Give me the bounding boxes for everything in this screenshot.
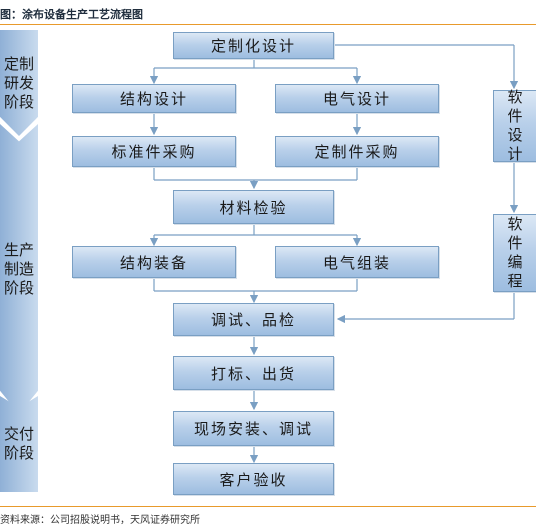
software-programming-char1: 软 [507,215,523,233]
figure-title: 图：涂布设备生产工艺流程图 [0,8,143,21]
software-design-char4: 计 [507,145,523,163]
software-programming-char4: 程 [507,272,523,290]
step-onsite-install-debug: 现场安装、调试 [173,411,334,446]
stage-dev-line1: 定制 [3,54,34,73]
top-rule [0,24,536,25]
stage-dev-line3: 阶段 [3,92,34,111]
stage-production-line1: 生产 [3,240,34,259]
stage-production: 生产 制造 阶段 [0,124,38,414]
step-customer-acceptance: 客户验收 [173,463,334,495]
step-electrical-design: 电气设计 [275,84,439,113]
stage-dev-line2: 研发 [3,73,34,92]
step-custom-design: 定制化设计 [173,32,334,59]
stage-production-line2: 制造 [3,259,34,278]
step-label-ship: 打标、出货 [173,356,334,390]
bottom-rule [0,506,536,507]
stage-dev: 定制 研发 阶段 [0,30,38,136]
software-design-char3: 设 [507,126,523,144]
software-programming-char2: 件 [507,234,523,252]
stage-delivery-line1: 交付 [3,425,34,443]
source-note: 资料来源：公司招股说明书，天风证券研究所 [0,515,200,526]
stage-delivery-line2: 阶段 [3,444,34,462]
stage-delivery: 交付 阶段 [0,396,38,492]
step-software-design: 软 件 设 计 [493,88,536,163]
step-debug-quality-check: 调试、品检 [173,303,334,336]
step-software-programming: 软 件 编 程 [493,214,536,292]
step-structure-design: 结构设计 [72,84,236,113]
stage-production-line3: 阶段 [3,278,34,297]
step-material-inspection: 材料检验 [173,190,334,224]
software-programming-char3: 编 [507,253,523,271]
software-design-char1: 软 [507,88,523,106]
step-electrical-assembly: 电气组装 [275,246,439,278]
step-structure-assembly: 结构装备 [72,246,236,278]
step-standard-parts-purchase: 标准件采购 [72,136,236,167]
step-custom-parts-purchase: 定制件采购 [275,136,439,167]
software-design-char2: 件 [507,107,523,125]
